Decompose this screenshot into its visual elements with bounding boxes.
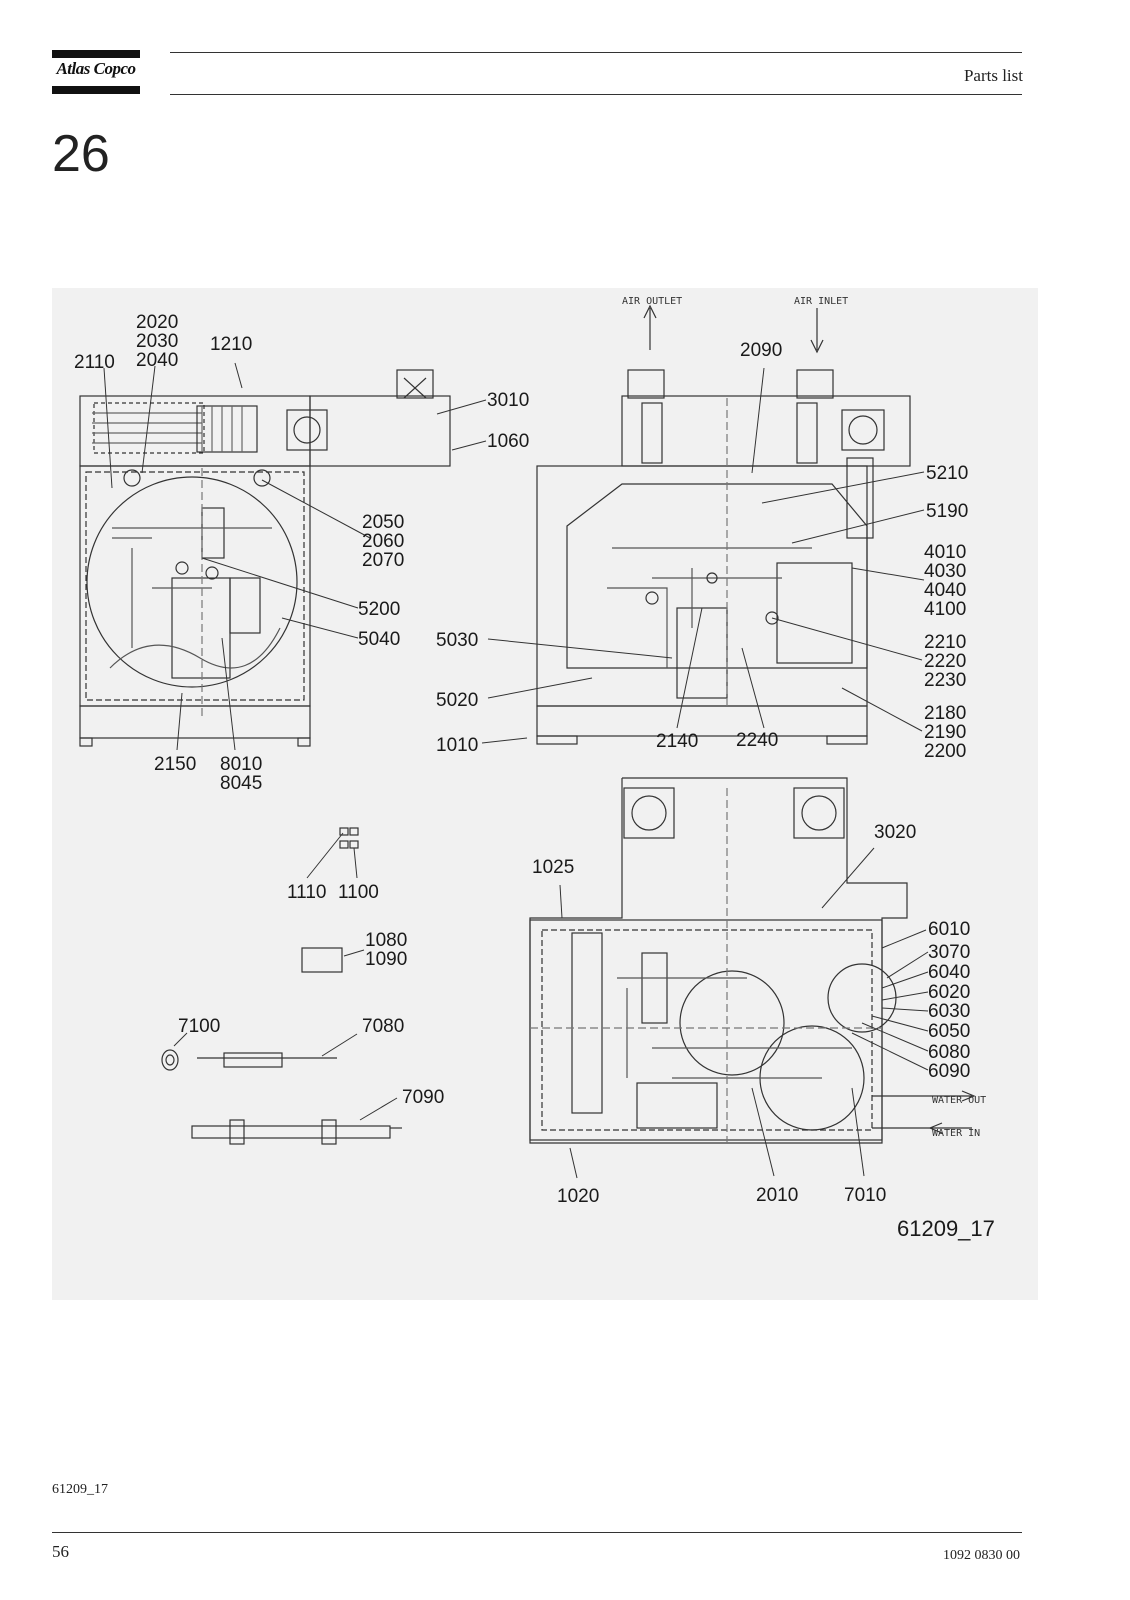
callout: 2210 xyxy=(924,632,966,653)
callout: 5040 xyxy=(358,629,400,650)
callout: 5210 xyxy=(926,463,968,484)
callout: 6040 xyxy=(928,962,970,983)
callout: 1025 xyxy=(532,857,574,878)
front-view xyxy=(79,369,451,747)
callout: 6020 xyxy=(928,982,970,1003)
top-view xyxy=(529,777,976,1144)
atlas-copco-logo: Atlas Copco xyxy=(52,50,140,94)
callout: 3070 xyxy=(928,942,970,963)
water-in-label: WATER IN xyxy=(932,1128,980,1139)
figure-reference: 61209_17 xyxy=(897,1216,995,1241)
footer-figure-reference: 61209_17 xyxy=(52,1482,108,1497)
callout: 2030 xyxy=(136,331,178,352)
callout: 2230 xyxy=(924,670,966,691)
callout: 1020 xyxy=(557,1186,599,1207)
callout: 4030 xyxy=(924,561,966,582)
air-outlet-label: AIR OUTLET xyxy=(622,296,682,307)
callout: 1010 xyxy=(436,735,478,756)
callout: 7010 xyxy=(844,1185,886,1206)
callout: 5030 xyxy=(436,630,478,651)
drawing-svg: AIR OUTLET AIR INLET WATER OUT WATER IN … xyxy=(74,296,995,1241)
callout: 7090 xyxy=(402,1087,444,1108)
accessory-parts xyxy=(161,827,402,1145)
callout: 4100 xyxy=(924,599,966,620)
callout: 8045 xyxy=(220,773,262,794)
callout: 5020 xyxy=(436,690,478,711)
callout: 2040 xyxy=(136,350,178,371)
callout: 1210 xyxy=(210,334,252,355)
callout: 6080 xyxy=(928,1042,970,1063)
page-title: Parts list xyxy=(963,66,1023,85)
callouts: 2020 2030 2040 2110 1210 3010 1060 2050 … xyxy=(74,312,970,1207)
callout: 2190 xyxy=(924,722,966,743)
logo-wordmark: Atlas Copco xyxy=(56,59,136,78)
parts-drawing: AIR OUTLET AIR INLET WATER OUT WATER IN … xyxy=(52,288,1038,1300)
callout: 2060 xyxy=(362,531,404,552)
callout: 4010 xyxy=(924,542,966,563)
side-view xyxy=(536,304,911,745)
callout: 2180 xyxy=(924,703,966,724)
callout: 1090 xyxy=(365,949,407,970)
callout: 1060 xyxy=(487,431,529,452)
callout: 6030 xyxy=(928,1001,970,1022)
callout: 2200 xyxy=(924,741,966,762)
callout: 6050 xyxy=(928,1021,970,1042)
callout: 1110 xyxy=(287,882,326,903)
callout: 2110 xyxy=(74,352,115,373)
callout: 7080 xyxy=(362,1016,404,1037)
header-rule-bottom xyxy=(170,94,1022,95)
callout: 2070 xyxy=(362,550,404,571)
callout: 2150 xyxy=(154,754,196,775)
callout: 2140 xyxy=(656,731,698,752)
air-inlet-label: AIR INLET xyxy=(794,296,848,307)
leader-lines xyxy=(103,362,929,1179)
section-number: 26 xyxy=(52,125,110,183)
callout: 8010 xyxy=(220,754,262,775)
water-out-label: WATER OUT xyxy=(932,1095,986,1106)
callout: 6010 xyxy=(928,919,970,940)
callout: 2240 xyxy=(736,730,778,751)
callout: 2090 xyxy=(740,340,782,361)
callout: 3020 xyxy=(874,822,916,843)
callout: 6090 xyxy=(928,1061,970,1082)
callout: 2220 xyxy=(924,651,966,672)
callout: 2020 xyxy=(136,312,178,333)
callout: 4040 xyxy=(924,580,966,601)
callout: 5190 xyxy=(926,501,968,522)
logo-bar-top xyxy=(52,50,140,58)
callout: 1100 xyxy=(338,882,379,903)
callout: 2010 xyxy=(756,1185,798,1206)
header-rule-top xyxy=(170,52,1022,53)
page-number: 56 xyxy=(52,1542,69,1561)
callout: 7100 xyxy=(178,1016,220,1037)
callout: 1080 xyxy=(365,930,407,951)
callout: 2050 xyxy=(362,512,404,533)
footer-rule xyxy=(52,1532,1022,1533)
callout: 3010 xyxy=(487,390,529,411)
callout: 5200 xyxy=(358,599,400,620)
logo-bar-bottom xyxy=(52,86,140,94)
document-number: 1092 0830 00 xyxy=(943,1548,1020,1563)
